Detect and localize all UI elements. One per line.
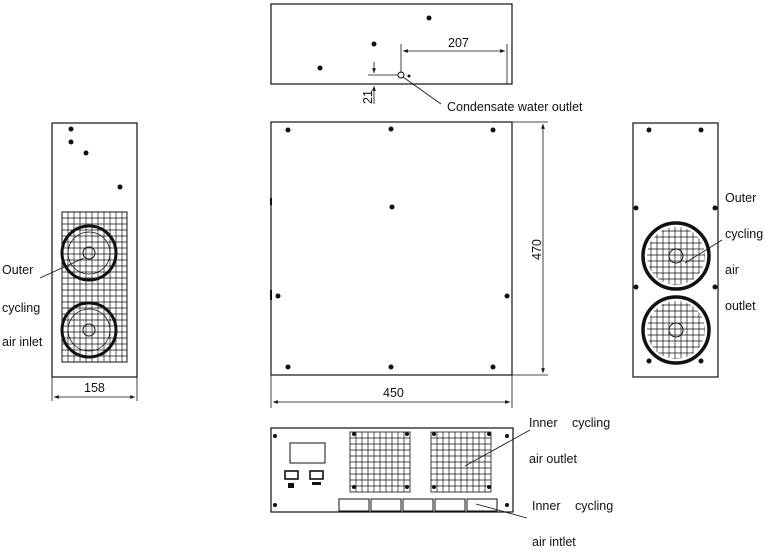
inlet-slot (402, 498, 434, 512)
left-grille (60, 211, 128, 363)
bottom-outlet-line3: air outlet (529, 452, 577, 466)
bottom-inlet-line3: air intlet (532, 535, 576, 549)
top-view-hole (371, 41, 377, 47)
right-view-hole (646, 358, 652, 364)
right-view-hole (633, 205, 639, 211)
screw (504, 293, 510, 299)
connector-right-pin (312, 482, 321, 485)
display-panel (289, 442, 326, 464)
bottom-view-hole (487, 432, 491, 436)
bottom-view-hole (352, 485, 356, 489)
screw (275, 293, 281, 299)
bottom-view: Inner cycling air outlet Inner cycling a… (270, 416, 613, 549)
bottom-view-hole (432, 432, 436, 436)
bottom-view-hole (505, 503, 509, 507)
right-outlet-leader (684, 239, 723, 264)
condensate-label: Condensate water outlet (447, 100, 583, 114)
right-view-hole (633, 284, 639, 290)
right-fan-upper (641, 221, 711, 291)
screw (490, 127, 496, 133)
left-fan-upper (60, 224, 118, 282)
left-inlet-leader (39, 257, 85, 279)
dim-450-text: 450 (383, 386, 404, 400)
right-fan-lower (641, 295, 711, 365)
right-label-line1: Outer (725, 191, 756, 205)
screw (388, 364, 394, 370)
left-label-line3: air inlet (2, 335, 43, 349)
right-view-hole (698, 358, 704, 364)
bottom-view-hole (273, 434, 277, 438)
front-view-screws (275, 126, 510, 370)
bottom-view-hole (505, 434, 509, 438)
connector-right (309, 470, 324, 480)
right-label-line2: cycling (725, 227, 763, 241)
right-side-view: Outer cycling air outlet (632, 122, 763, 378)
condensate-leader (402, 76, 442, 105)
bottom-inlet-leader (475, 503, 528, 519)
right-label-line4: outlet (725, 299, 756, 313)
top-view-hole (407, 74, 411, 78)
screw (388, 126, 394, 132)
left-label-line1: Outer (2, 263, 33, 277)
left-view-hole (117, 184, 123, 190)
bottom-view-hole (273, 503, 277, 507)
bottom-view-hole (405, 432, 409, 436)
inlet-slot (338, 498, 370, 512)
bottom-grille-left (349, 431, 411, 493)
screw (490, 364, 496, 370)
screw (389, 204, 395, 210)
left-view-hole (83, 150, 89, 156)
top-view-hole (317, 65, 323, 71)
right-view-hole (712, 284, 718, 290)
left-label-line2: cycling (2, 301, 40, 315)
front-view: 470 450 (270, 121, 548, 408)
connector-left-pin (288, 483, 294, 488)
left-view-outline (51, 122, 138, 378)
bottom-view-outline (270, 427, 514, 513)
bottom-outlet-line2: cycling (572, 416, 610, 430)
dim-470-text: 470 (530, 239, 544, 260)
dim-207-text: 207 (448, 36, 469, 50)
bottom-inlet-line1: Inner (532, 499, 561, 513)
left-fan-lower (60, 301, 118, 359)
right-view-hole (712, 205, 718, 211)
bottom-view-hole (405, 485, 409, 489)
bottom-view-hole (432, 485, 436, 489)
left-view-hole (68, 126, 74, 132)
bottom-view-hole (352, 432, 356, 436)
bottom-grille-right (430, 431, 492, 493)
top-view-outline (270, 3, 513, 85)
right-label-line3: air (725, 263, 739, 277)
bottom-outlet-leader (464, 429, 531, 467)
bottom-outlet-line1: Inner (529, 416, 558, 430)
dim-158-text: 158 (84, 381, 105, 395)
connector-left (284, 470, 299, 480)
front-view-outline (270, 121, 513, 376)
top-view: 207 21 Condensate water outlet (270, 3, 583, 114)
bottom-view-hole (487, 485, 491, 489)
top-view-hole (426, 15, 432, 21)
bottom-inlet-line2: cycling (575, 499, 613, 513)
inlet-slot (466, 498, 498, 512)
inlet-slot (370, 498, 402, 512)
screw (285, 364, 291, 370)
inlet-slot (434, 498, 466, 512)
right-view-hole (698, 127, 704, 133)
right-view-hole (646, 127, 652, 133)
left-side-view: Outer cycling air inlet 158 (2, 122, 138, 401)
right-view-outline (632, 122, 719, 378)
screw (285, 127, 291, 133)
inlet-slots (338, 498, 498, 512)
left-view-hole (68, 139, 74, 145)
dim-21-text: 21 (361, 90, 375, 104)
